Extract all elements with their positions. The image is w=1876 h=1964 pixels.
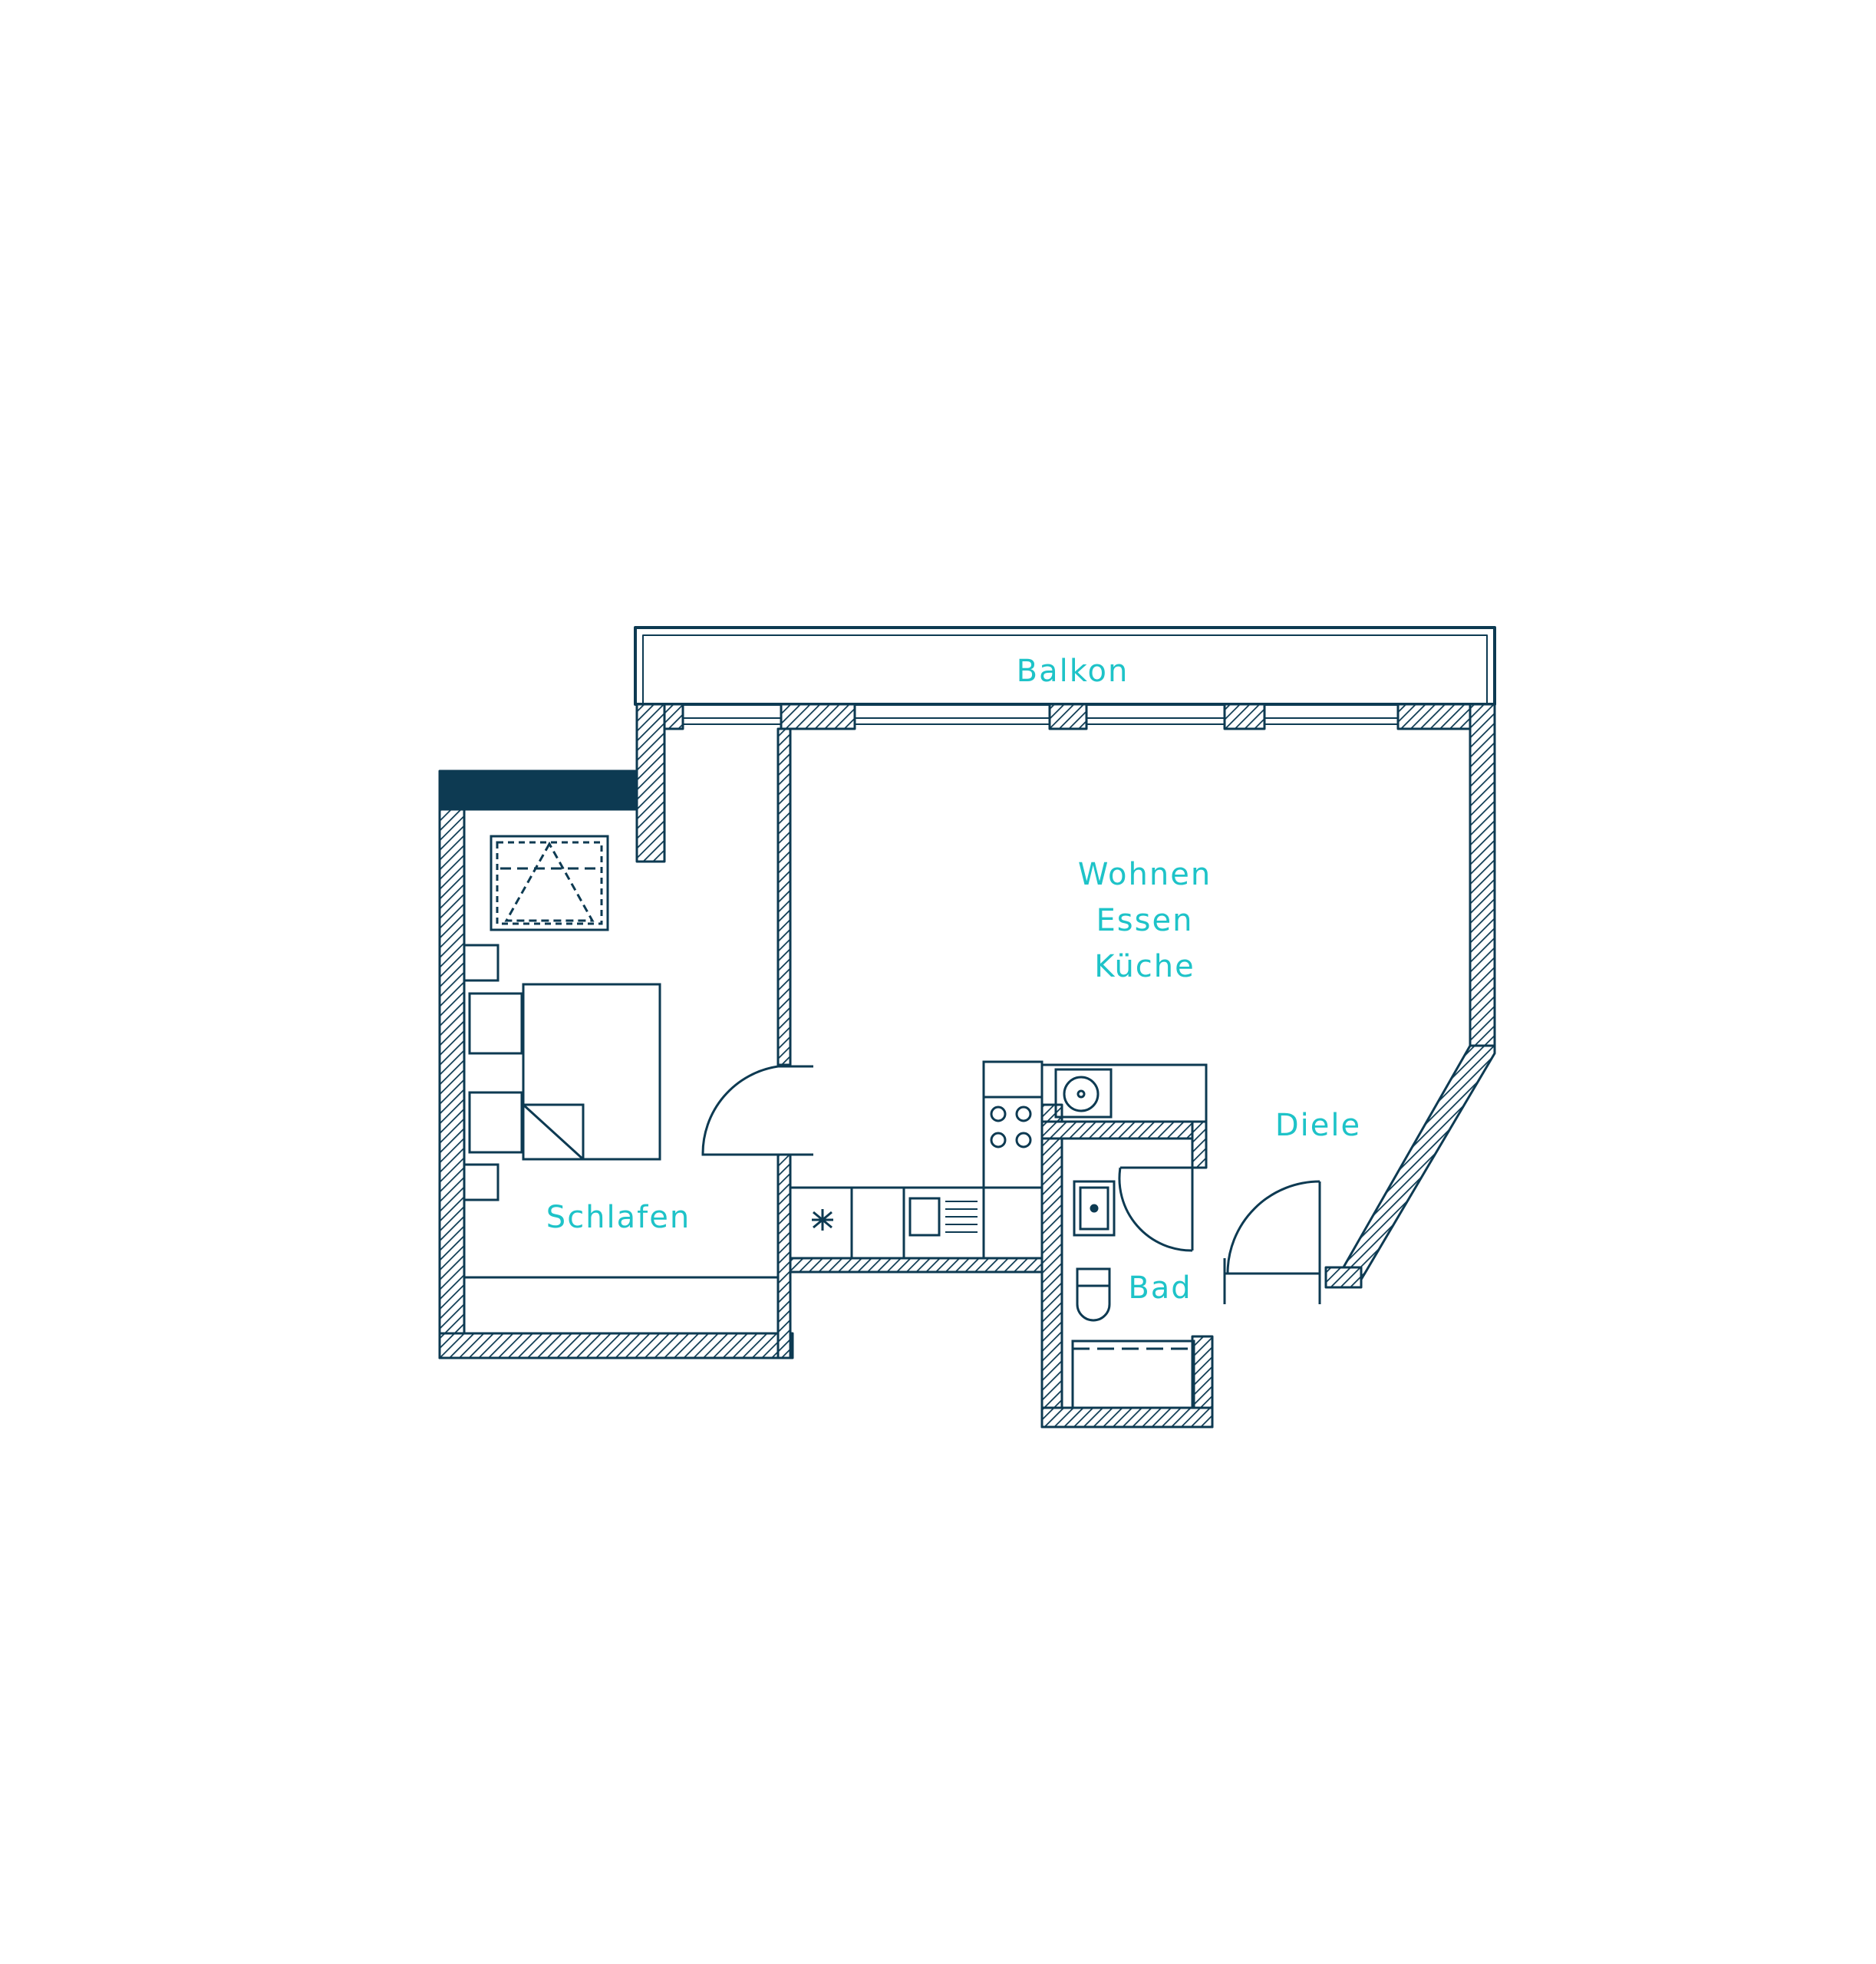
- label-essen: Essen: [1096, 903, 1194, 938]
- label-bad: Bad: [1128, 1270, 1192, 1306]
- toilet-icon: [1076, 1267, 1111, 1322]
- label-wohnen: Wohnen: [1078, 857, 1212, 892]
- sink-icon: [1040, 1063, 1208, 1123]
- wall-bath-top: [1040, 1120, 1208, 1140]
- asterisk-icon: [812, 1209, 833, 1231]
- bed-icon: [463, 944, 661, 1201]
- wall-right: [1469, 703, 1496, 1047]
- wall-bath-right: [1191, 1120, 1208, 1169]
- wall-left-upper: [635, 703, 666, 863]
- bathroom-door-icon: [1118, 1166, 1194, 1252]
- wall-top-3: [1223, 703, 1266, 730]
- wall-bottom-right-stub: [1324, 1266, 1363, 1289]
- furniture: [463, 835, 1321, 1409]
- wall-left: [438, 808, 466, 1359]
- wall-top-1: [780, 703, 856, 730]
- skylight-icon: [490, 835, 609, 931]
- wall-top-2: [1048, 703, 1088, 730]
- label-schlafen: Schlafen: [546, 1200, 691, 1235]
- wall-bath-left: [1040, 1103, 1063, 1429]
- kitchen-counter-icon: [789, 1186, 985, 1260]
- wall-bath-bottom: [1040, 1406, 1214, 1429]
- wall-right-diagonal: [1330, 1044, 1496, 1289]
- wall-bedroom-top-solid: [438, 769, 638, 811]
- label-balkon: Balkon: [1017, 654, 1129, 689]
- walls: [438, 626, 1496, 1429]
- bathtub-icon: [1071, 1340, 1195, 1409]
- wall-interior-vertical: [776, 727, 792, 1066]
- bedroom-door-icon: [701, 1065, 813, 1156]
- stove-icon: [982, 1060, 1044, 1189]
- label-kueche: Küche: [1094, 949, 1195, 984]
- washbasin-icon: [1073, 1180, 1116, 1237]
- wall-interior-vertical-lower: [776, 1153, 792, 1359]
- label-diele: Diele: [1275, 1108, 1361, 1143]
- entrance-door-icon: [1223, 1180, 1321, 1304]
- room-labels: Balkon Wohnen Essen Küche Schlafen Diele…: [546, 654, 1361, 1306]
- windows: [683, 717, 1398, 725]
- wall-bottom-left: [438, 1332, 794, 1359]
- wall-kitchen-bottom: [789, 1257, 1044, 1274]
